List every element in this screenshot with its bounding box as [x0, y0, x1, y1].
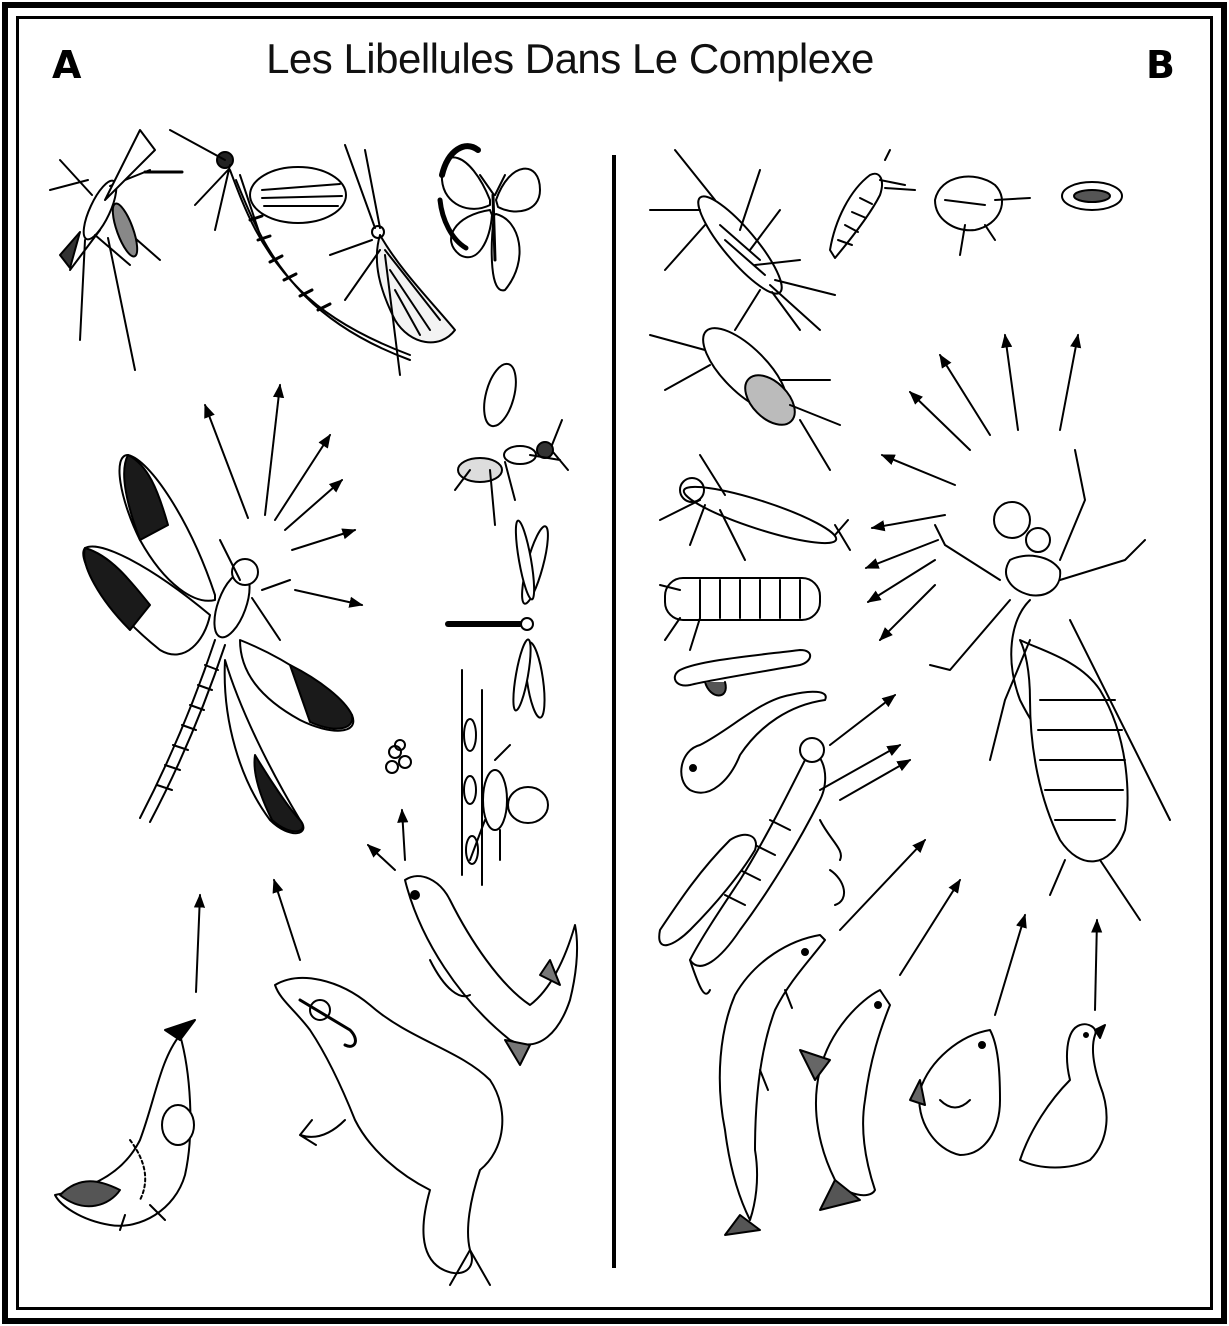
wasp-drawing — [455, 360, 568, 525]
panel-a-prey-arrows — [205, 385, 362, 605]
butterfly-drawing — [440, 146, 540, 290]
sunfish-drawing — [910, 1030, 1000, 1155]
amphipod-drawing — [935, 177, 1030, 255]
trout-drawing — [720, 935, 825, 1235]
stonefly-nymph-drawing — [830, 150, 915, 258]
adult-dragonfly-drawing — [83, 455, 353, 833]
caddisfly-drawing — [330, 145, 455, 375]
bird-drawing — [55, 1020, 195, 1230]
panel-a-predator-arrows — [196, 810, 405, 992]
panel-b-predator-arrows — [900, 880, 1097, 1015]
mosquito-drawing — [50, 130, 182, 370]
mayfly-nymph-drawing — [650, 150, 835, 330]
fish-drawing — [405, 876, 577, 1065]
salmon-drawing — [800, 990, 890, 1210]
nymph-stack-drawing — [650, 290, 850, 793]
egg-cluster-drawing — [386, 740, 411, 773]
large-nymph-drawing — [930, 450, 1170, 920]
ostracod-drawing — [1062, 182, 1122, 210]
frog-drawing — [275, 978, 502, 1285]
duck-drawing — [1020, 1024, 1107, 1167]
mayfly-drawing — [170, 130, 410, 360]
damselfly-drawing — [448, 520, 553, 719]
panel-b-arrows-mid — [820, 695, 925, 930]
